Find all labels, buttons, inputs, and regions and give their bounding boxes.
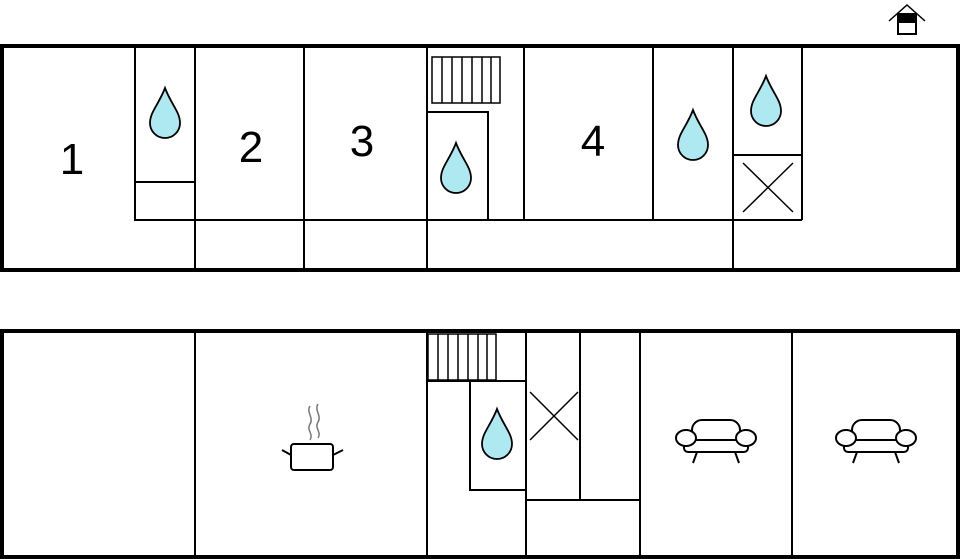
water-drop-icon	[440, 140, 472, 194]
room-label-2: 2	[239, 123, 263, 172]
cross-icon	[529, 391, 579, 441]
room-label-3: 3	[350, 117, 374, 166]
stairs-icon	[431, 56, 501, 104]
cross-icon	[742, 162, 794, 213]
water-drop-icon	[677, 107, 709, 161]
sofa-icon	[835, 419, 917, 464]
room-label-4: 4	[581, 117, 605, 166]
lower-floor	[0, 329, 960, 559]
water-drop-icon	[750, 73, 782, 127]
house-entrance-icon	[888, 3, 926, 35]
cooking-pot-icon	[281, 403, 344, 471]
stairs-icon	[427, 333, 497, 381]
room-label-1: 1	[60, 135, 84, 184]
upper-floor: 1 2 3 4	[0, 44, 960, 272]
lower-floor-outline	[0, 329, 960, 559]
water-drop-icon	[149, 85, 181, 139]
upper-floor-outline	[0, 44, 960, 272]
sofa-icon	[675, 419, 757, 464]
water-drop-icon	[481, 406, 513, 460]
